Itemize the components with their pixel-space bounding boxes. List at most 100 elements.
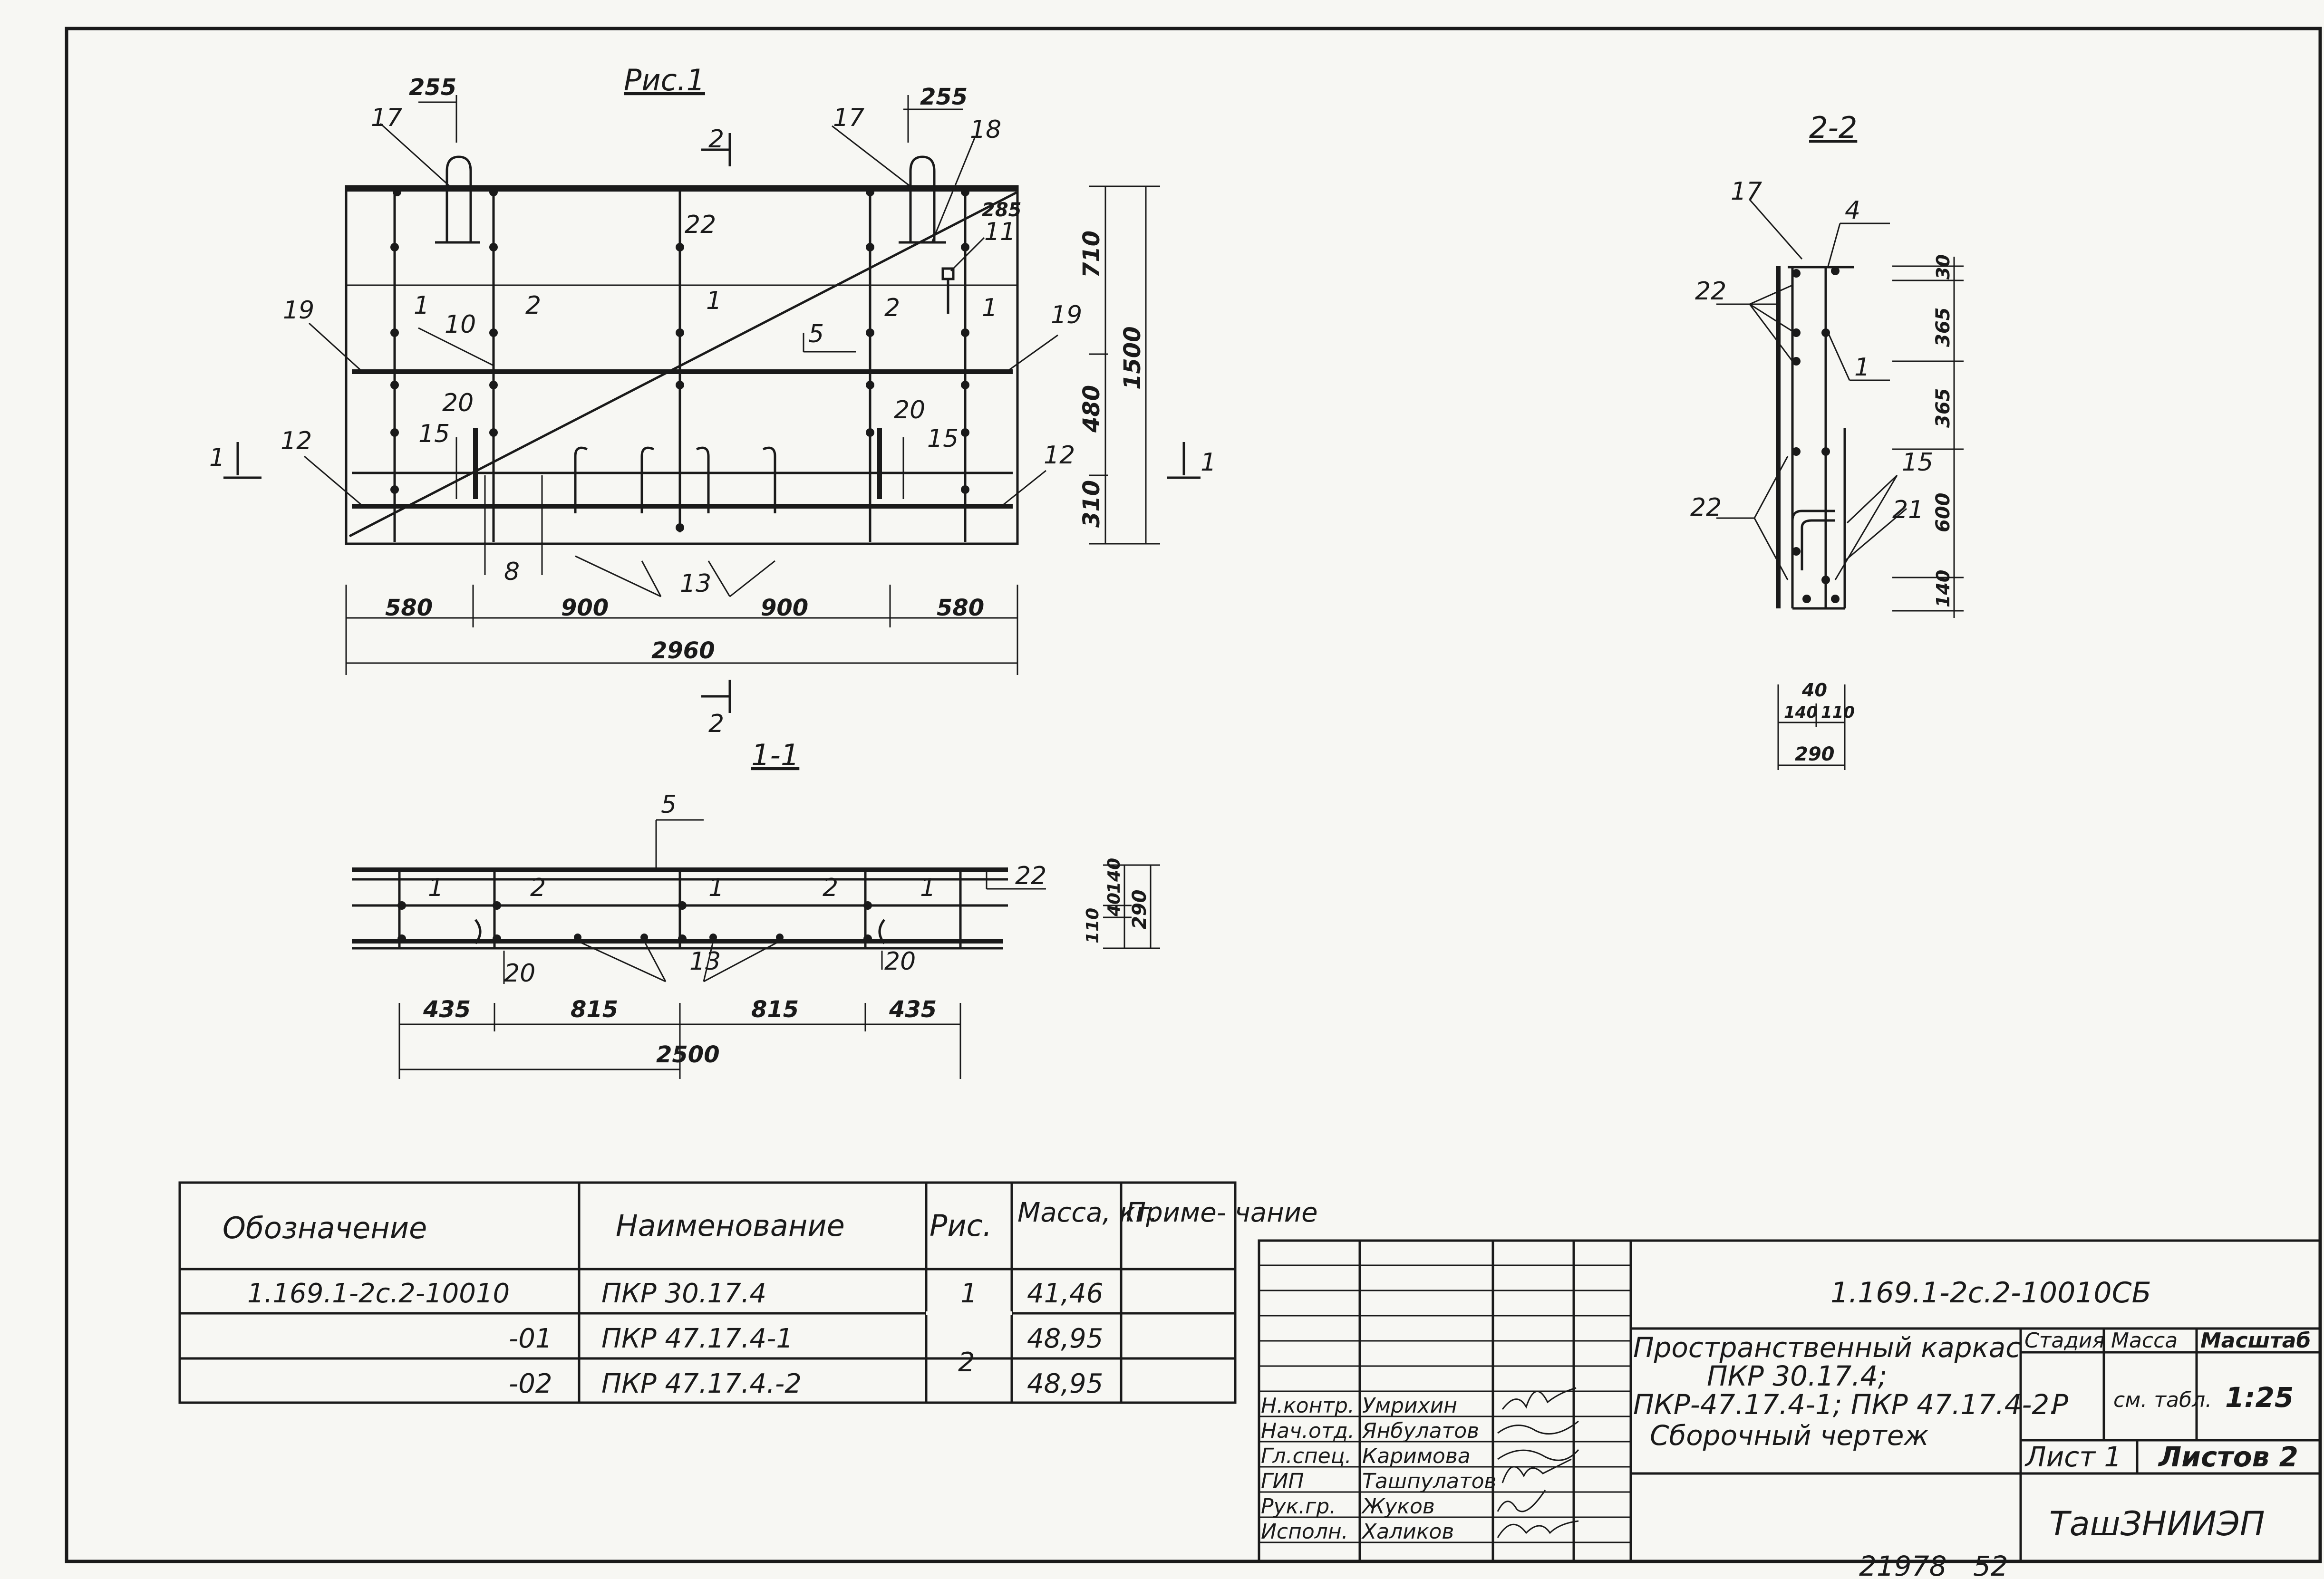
sig-name-3: Каримова <box>1362 1444 1471 1468</box>
title-scale-header: Масштаб <box>2200 1329 2311 1353</box>
spec-header-name: Наименование <box>616 1208 845 1243</box>
footer-page-number: 52 <box>1973 1550 2008 1579</box>
spec-row-2-designation: -01 <box>509 1323 552 1354</box>
title-scale-value: 1:25 <box>2225 1381 2294 1414</box>
section-2-2-title: 2-2 <box>1809 110 1857 145</box>
label-12-right: 12 <box>1044 441 1075 470</box>
sec11-dim-290: 290 <box>1129 890 1151 930</box>
sec22-dim-40: 40 <box>1801 680 1827 701</box>
fig1-dimension-lines <box>345 185 1160 675</box>
title-sheet: Лист 1 <box>2024 1441 2121 1473</box>
label-17-left: 17 <box>371 104 402 132</box>
dim-255-right: 255 <box>920 84 968 110</box>
sec22-label-22-top: 22 <box>1695 277 1726 306</box>
dim-2960: 2960 <box>651 637 715 664</box>
sig-role-2: Нач.отд. <box>1261 1419 1355 1443</box>
sig-name-2: Янбулатов <box>1362 1419 1479 1443</box>
sec11-label-2-a: 2 <box>530 874 546 902</box>
sec22-dim-365-b: 365 <box>1932 388 1954 428</box>
section-1-1: 1-1 5 1 2 1 2 <box>352 738 1160 1079</box>
sec11-dim-40: 40 <box>1104 893 1124 917</box>
label-20-right: 20 <box>894 396 925 424</box>
sec22-dim-600: 600 <box>1932 493 1954 533</box>
spec-row-2-name: ПКР 47.17.4-1 <box>601 1323 793 1354</box>
signature-rows <box>1259 1264 1631 1543</box>
section-2-2: 2-2 17 4 22 <box>1690 110 1964 770</box>
sig-name-1: Умрихин <box>1362 1394 1457 1418</box>
sig-role-5: Рук.гр. <box>1261 1494 1336 1519</box>
dim-710: 710 <box>1078 231 1105 278</box>
dim-255-left: 255 <box>409 74 456 101</box>
dim-285: 285 <box>982 199 1022 221</box>
label-22: 22 <box>685 211 716 239</box>
sec22-dim-140-bottom: 140 <box>1784 703 1818 722</box>
sig-role-3: Гл.спец. <box>1261 1444 1352 1468</box>
sec22-dim-365-a: 365 <box>1932 308 1954 347</box>
label-2-b: 2 <box>884 294 900 322</box>
spec-row-1-designation: 1.169.1-2с.2-10010 <box>247 1278 510 1309</box>
sec11-label-13: 13 <box>689 947 721 976</box>
title-desc-line-2: ПКР 30.17.4; <box>1707 1360 1887 1392</box>
dim-480: 480 <box>1078 385 1105 433</box>
spec-row-2-3-fig: 2 <box>958 1347 975 1378</box>
cage-outline <box>345 185 1019 545</box>
lifting-loop-left <box>445 155 472 242</box>
sec11-dim-815-left: 815 <box>571 996 618 1023</box>
hook-13-a <box>574 446 588 513</box>
weld-points <box>390 188 969 532</box>
section-2-2-dots <box>1792 267 1840 603</box>
title-mass-header: Масса <box>2111 1329 2178 1353</box>
title-organization: ТашЗНИИЭП <box>2049 1504 2265 1543</box>
sec11-dim-2500: 2500 <box>656 1041 720 1068</box>
dim-900-right: 900 <box>761 595 808 621</box>
label-8: 8 <box>504 558 520 586</box>
hook-13-c <box>696 446 710 513</box>
sig-role-1: Н.контр. <box>1261 1394 1355 1418</box>
handwritten-signatures <box>1497 1387 1579 1538</box>
sec11-dim-435-left: 435 <box>423 996 471 1023</box>
label-19-right: 19 <box>1051 301 1082 329</box>
sec11-label-1-c: 1 <box>920 874 936 902</box>
footer-inventory-number: 21978 <box>1859 1550 1947 1579</box>
sig-name-4: Ташпулатов <box>1362 1469 1496 1493</box>
sec11-dim-110: 110 <box>1083 908 1103 944</box>
spec-row-3-designation: -02 <box>509 1368 552 1399</box>
sig-name-6: Халиков <box>1361 1520 1454 1544</box>
sec22-label-15: 15 <box>1902 448 1933 477</box>
figure-1-title: Рис.1 <box>624 63 705 97</box>
dim-1500: 1500 <box>1119 326 1146 390</box>
leader-lines <box>304 123 1058 597</box>
spec-header-note: Приме- чание <box>1126 1197 1318 1228</box>
sec11-label-1-b: 1 <box>708 874 724 902</box>
sec22-label-22-bottom: 22 <box>1690 493 1722 522</box>
spec-row-1-name: ПКР 30.17.4 <box>601 1278 766 1309</box>
spec-row-2-mass: 48,95 <box>1027 1323 1103 1354</box>
title-desc-line-3: ПКР-47.17.4-1; ПКР 47.17.4-2. <box>1633 1388 2058 1421</box>
spec-header-designation: Обозначение <box>223 1211 427 1245</box>
title-desc-line-4: Сборочный чертеж <box>1650 1419 1929 1452</box>
spec-row-1-fig: 1 <box>960 1278 978 1309</box>
label-11: 11 <box>984 218 1016 246</box>
section-1-1-title: 1-1 <box>751 738 799 772</box>
label-18: 18 <box>970 116 1001 144</box>
title-desc-line-1: Пространственный каркас <box>1633 1331 2021 1364</box>
spec-header-fig: Рис. <box>930 1208 992 1243</box>
sec11-dim-815-right: 815 <box>751 996 799 1023</box>
spec-row-3-name: ПКР 47.17.4.-2 <box>601 1368 802 1399</box>
title-stage-value: Р <box>2052 1388 2068 1421</box>
figure-1-elevation: Рис.1 <box>209 63 1216 738</box>
label-12-left: 12 <box>281 427 312 455</box>
cut-1-left-label: 1 <box>209 443 225 472</box>
label-20-left: 20 <box>442 389 474 417</box>
label-19-left: 19 <box>283 296 314 325</box>
spec-row-1-mass: 41,46 <box>1027 1278 1103 1309</box>
sec11-label-20-right: 20 <box>884 947 916 976</box>
sec22-label-21: 21 <box>1892 496 1924 524</box>
sec22-dim-110: 110 <box>1821 703 1855 722</box>
sec11-label-5: 5 <box>661 790 677 819</box>
sec11-label-1-a: 1 <box>428 874 444 902</box>
label-1-b: 1 <box>706 287 722 315</box>
sig-role-6: Исполн. <box>1261 1520 1348 1544</box>
label-2-a: 2 <box>525 291 541 320</box>
